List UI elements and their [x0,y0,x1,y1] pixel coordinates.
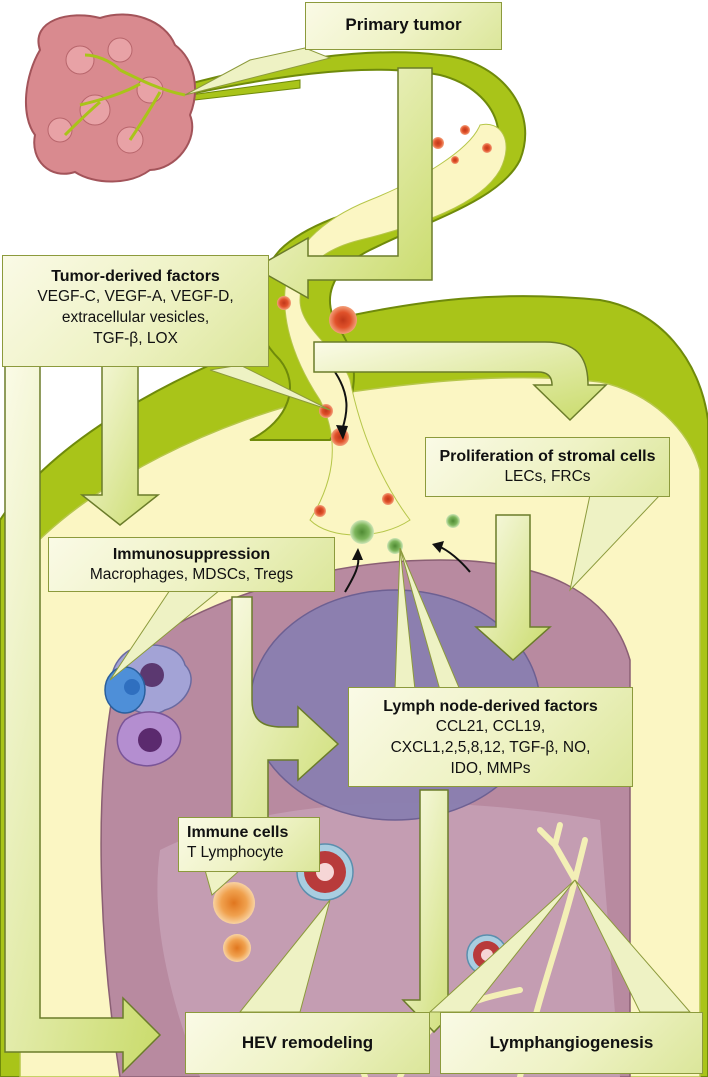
immune-cells-title: Immune cells [187,824,289,841]
arrow-primary-to-tumor-factors [253,67,433,300]
lymphangiogenesis-label: Lymphangiogenesis [489,1033,654,1052]
immune-cells-box: Immune cells T Lymphocyte [178,817,320,872]
tumor-cells [277,125,492,517]
arrow-immunosuppression-down [211,596,340,870]
immune-cells-line-1: T Lymphocyte [187,844,284,861]
ln-factors-line-3: IDO, MMPs [450,760,531,777]
tumor-factors-line-3: TGF-β, LOX [93,330,178,347]
immunosuppression-line-1: Macrophages, MDSCs, Tregs [89,566,294,583]
ln-factors-title: Lymph node-derived factors [383,698,598,715]
ln-factors-line-1: CCL21, CCL19, [435,718,546,735]
primary-tumor-box: Primary tumor [305,2,502,50]
immunosuppression-title: Immunosuppression [112,546,271,563]
arrow-stromal-to-ln-factors [474,514,552,662]
stromal-box: Proliferation of stromal cells LECs, FRC… [425,437,670,497]
tail-tumor-factors [209,364,331,411]
primary-tumor-label: Primary tumor [345,15,462,34]
hev-box: HEV remodeling [185,1012,430,1074]
t-lymphocytes [213,882,255,962]
primary-tumor-mass [24,13,196,183]
immunosuppression-box: Immunosuppression Macrophages, MDSCs, Tr… [48,537,335,592]
tumor-factors-line-1: VEGF-C, VEGF-A, VEGF-D, [37,288,234,305]
afferent-lymphatic-vessel [184,51,527,441]
tumor-factors-box: Tumor-derived factors VEGF-C, VEGF-A, VE… [2,255,269,367]
tumor-factors-line-2: extracellular vesicles, [61,309,210,326]
hev-label: HEV remodeling [241,1033,374,1052]
ln-factors-line-2: CXCL1,2,5,8,12, TGF-β, NO, [390,739,591,756]
arrow-factors-to-immunosuppression [79,351,161,526]
tumor-factors-title: Tumor-derived factors [51,268,220,285]
lymphangiogenesis-box: Lymphangiogenesis [440,1012,703,1074]
ln-factors-box: Lymph node-derived factors CCL21, CCL19,… [348,687,633,787]
tail-primary-tumor [184,47,332,96]
arrow-to-stromal [313,341,608,422]
stromal-title: Proliferation of stromal cells [439,448,656,465]
migration-arrows [334,371,471,593]
callout-tails [109,47,692,1013]
stromal-line-1: LECs, FRCs [504,468,591,485]
arrow-left-to-hev [4,351,162,1074]
block-arrows [4,67,608,1074]
